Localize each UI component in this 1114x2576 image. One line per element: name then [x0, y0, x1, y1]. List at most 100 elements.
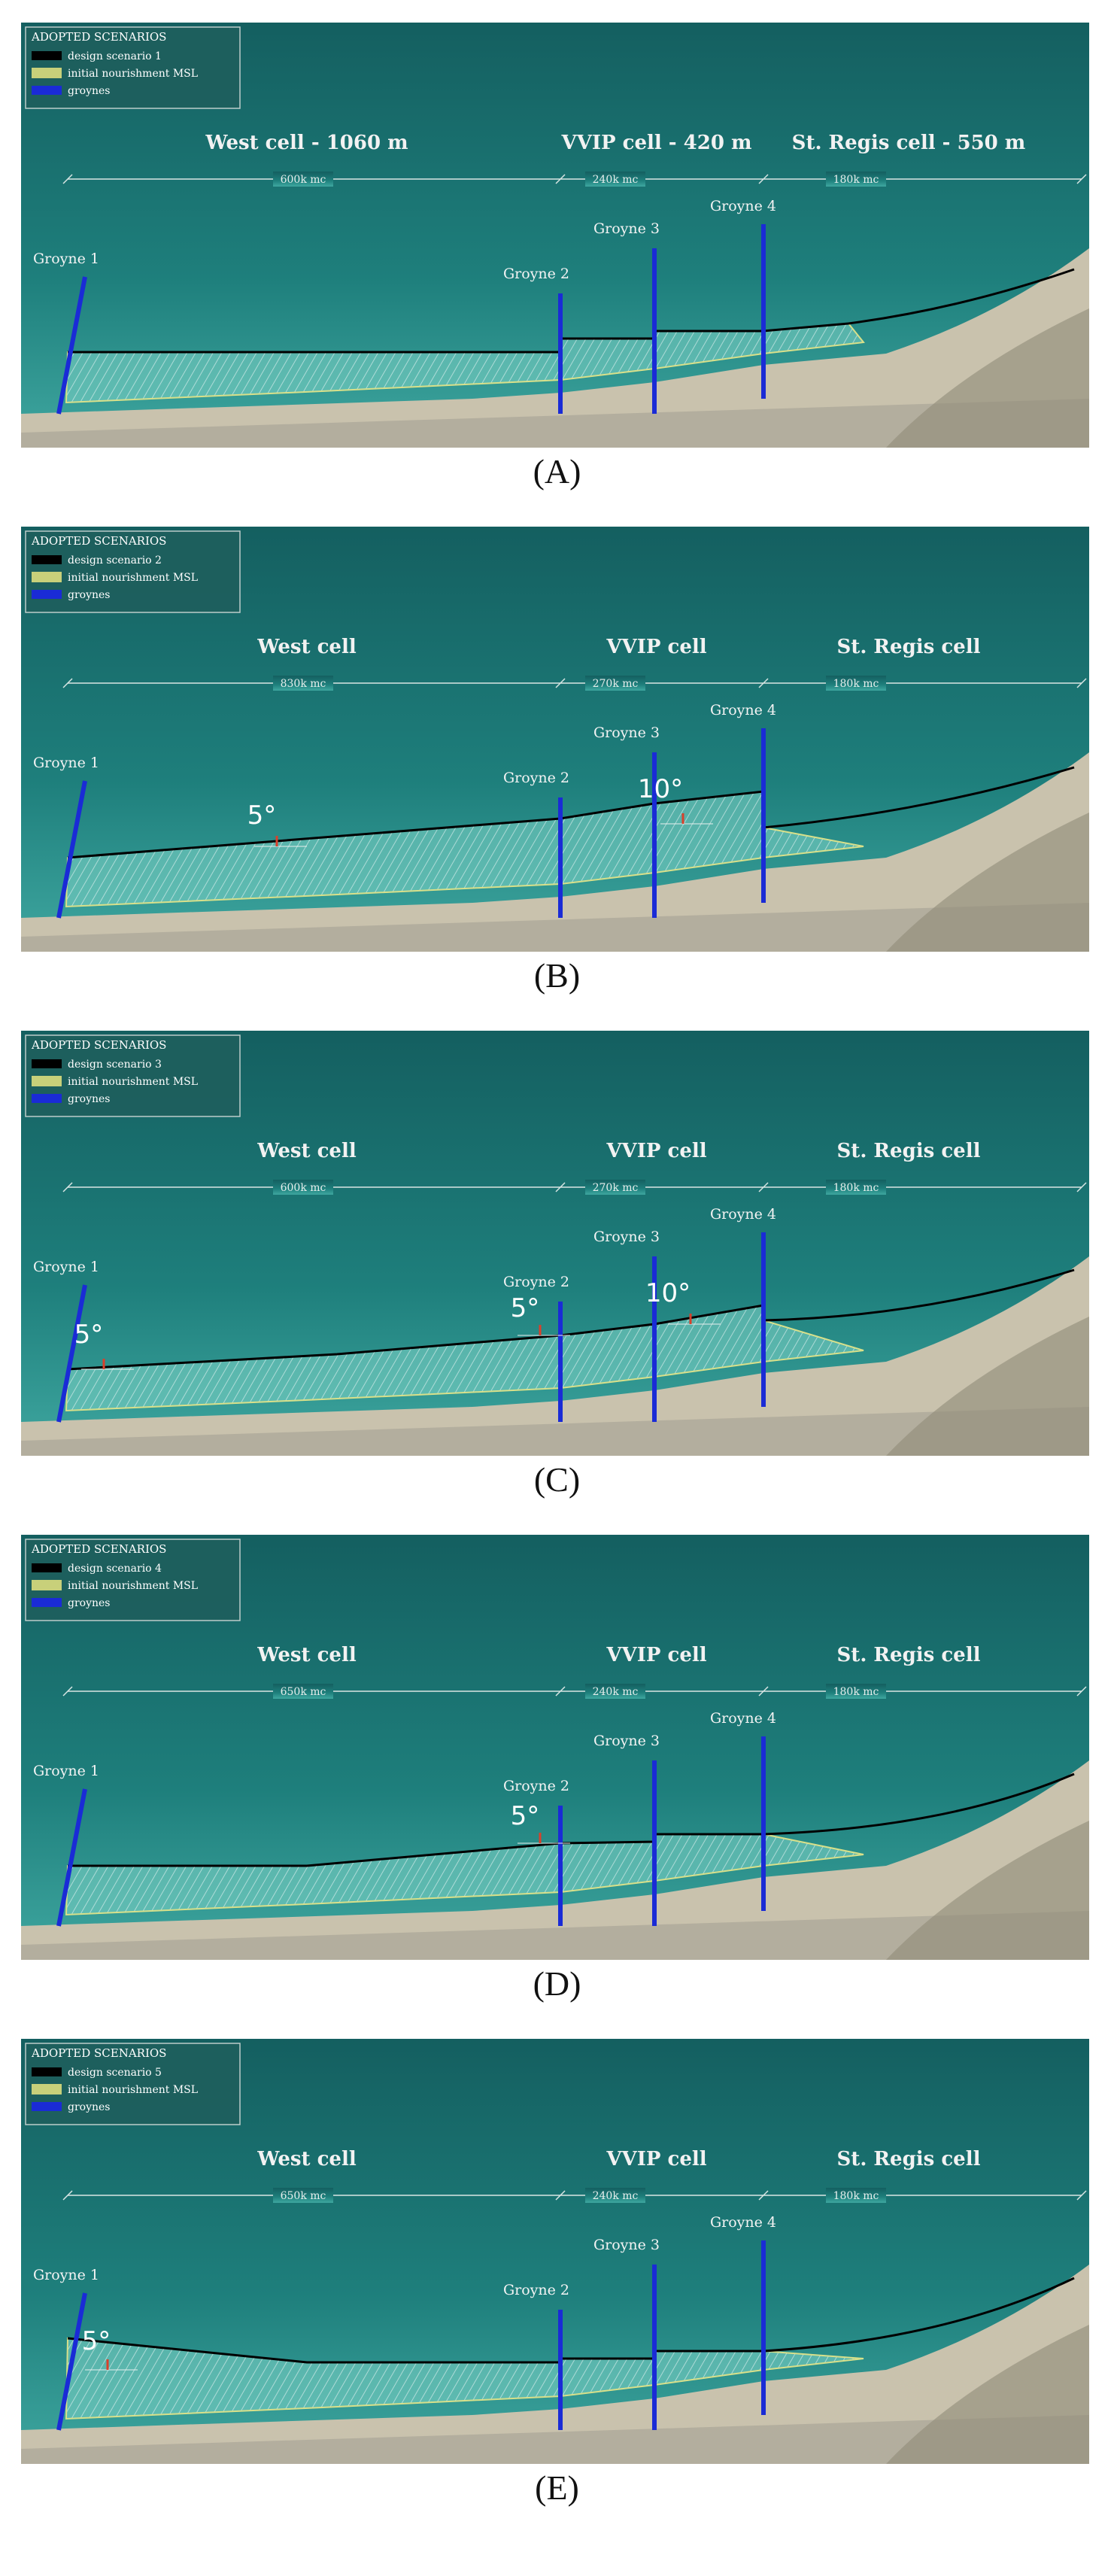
panel-caption: (A) [533, 452, 581, 491]
groyne-label-3: Groyne 3 [593, 724, 660, 741]
legend-nourishment: initial nourishment MSL [68, 572, 198, 584]
angle-label-0: 5° [247, 800, 277, 831]
volume-label-1: 240k mc [593, 2190, 639, 2202]
legend-groynes: groynes [68, 1597, 110, 1609]
nourishment-swatch [32, 2084, 62, 2095]
cell-label-2: St. Regis cell [837, 636, 981, 658]
volume-label-0: 600k mc [281, 1182, 326, 1194]
volume-label-1: 270k mc [593, 678, 639, 690]
legend: ADOPTED SCENARIOS design scenario 2 initia… [25, 530, 241, 613]
legend-title: ADOPTED SCENARIOS [31, 1038, 166, 1052]
design-line-swatch [32, 1059, 62, 1068]
angle-label-2: 10° [645, 1278, 691, 1308]
cell-label-0: West cell [256, 2148, 357, 2170]
panel-caption: (C) [533, 1460, 581, 1499]
groyne-label-1: Groyne 1 [33, 251, 99, 267]
volume-label-0: 600k mc [281, 174, 326, 186]
dimension-tick [1076, 1686, 1087, 1697]
legend-design-scenario: design scenario 4 [68, 1563, 162, 1575]
legend-design-scenario: design scenario 2 [68, 554, 162, 567]
groyne-label-4: Groyne 4 [710, 198, 776, 214]
land-area [21, 1760, 1089, 1960]
groyne-label-1: Groyne 1 [33, 755, 99, 771]
groyne-label-2: Groyne 2 [503, 266, 569, 282]
groyne-label-4: Groyne 4 [710, 2214, 776, 2231]
dimension-tick [62, 1686, 73, 1697]
cell-label-1: VVIP cell - 420 m [561, 132, 752, 154]
cell-label-1: VVIP cell [606, 2148, 706, 2170]
satellite-map: ADOPTED SCENARIOS design scenario 4 initia… [21, 1535, 1089, 1960]
groyne-1 [56, 780, 87, 919]
groyne-1 [56, 1284, 87, 1423]
panel-c: ADOPTED SCENARIOS design scenario 3 initia… [21, 1031, 1089, 1456]
groyne-swatch [32, 86, 62, 95]
volume-label-1: 240k mc [593, 1686, 639, 1698]
volume-label-0: 650k mc [281, 2190, 326, 2202]
dimension-tick [758, 678, 769, 688]
dimension-tick [555, 2190, 566, 2201]
groyne-label-3: Groyne 3 [593, 220, 660, 237]
cell-label-2: St. Regis cell - 550 m [792, 132, 1026, 154]
legend-title: ADOPTED SCENARIOS [31, 534, 166, 548]
groyne-label-4: Groyne 4 [710, 1710, 776, 1727]
dimension-tick [1076, 1182, 1087, 1192]
legend-groynes: groynes [68, 1093, 110, 1105]
legend-title: ADOPTED SCENARIOS [31, 1542, 166, 1556]
groyne-swatch [32, 1094, 62, 1103]
cell-label-1: VVIP cell [606, 1644, 706, 1666]
legend-groynes: groynes [68, 85, 110, 97]
groyne-label-4: Groyne 4 [710, 702, 776, 718]
groyne-1 [56, 2292, 87, 2431]
groyne-label-3: Groyne 3 [593, 1733, 660, 1749]
panel-caption: (D) [533, 1964, 581, 2003]
legend-nourishment: initial nourishment MSL [68, 1580, 198, 1592]
nourishment-swatch [32, 1076, 62, 1086]
cell-label-2: St. Regis cell [837, 1140, 981, 1162]
panel-caption: (E) [535, 2468, 579, 2507]
panel-caption: (B) [533, 956, 581, 995]
groyne-label-1: Groyne 1 [33, 1259, 99, 1275]
dimension-tick [758, 2190, 769, 2201]
design-line [68, 1773, 1075, 1867]
cell-label-1: VVIP cell [606, 636, 706, 658]
volume-label-2: 180k mc [833, 2190, 879, 2202]
nourishment-swatch [32, 572, 62, 582]
angle-label-1: 5° [511, 1293, 540, 1323]
satellite-map: ADOPTED SCENARIOS design scenario 3 initia… [21, 1031, 1089, 1456]
cell-label-1: VVIP cell [606, 1140, 706, 1162]
dimension-tick [1076, 678, 1087, 688]
dimension-tick [1076, 2190, 1087, 2201]
satellite-map: ADOPTED SCENARIOS design scenario 2 initia… [21, 527, 1089, 952]
legend: ADOPTED SCENARIOS design scenario 3 initia… [25, 1034, 241, 1117]
volume-label-0: 650k mc [281, 1686, 326, 1698]
groyne-label-3: Groyne 3 [593, 1229, 660, 1245]
dimension-tick [62, 678, 73, 688]
legend-nourishment: initial nourishment MSL [68, 1076, 198, 1088]
dimension-tick [555, 1182, 566, 1192]
dimension-tick [555, 678, 566, 688]
groyne-label-2: Groyne 2 [503, 1778, 569, 1794]
dimension-tick [62, 1182, 73, 1192]
groyne-1 [56, 1788, 87, 1927]
legend: ADOPTED SCENARIOS design scenario 4 initia… [25, 1539, 241, 1621]
legend-groynes: groynes [68, 589, 110, 601]
nourishment-swatch [32, 68, 62, 78]
land-area [21, 752, 1089, 952]
angle-label-1: 10° [638, 774, 683, 804]
dimension-tick [1076, 174, 1087, 184]
legend-design-scenario: design scenario 3 [68, 1059, 162, 1071]
angle-label-0: 5° [82, 2326, 111, 2356]
land-area [21, 1256, 1089, 1456]
land-area [21, 2265, 1089, 2464]
dimension-tick [758, 174, 769, 184]
volume-label-1: 270k mc [593, 1182, 639, 1194]
groyne-swatch [32, 2102, 62, 2111]
groyne-label-2: Groyne 2 [503, 770, 569, 786]
legend-design-scenario: design scenario 1 [68, 50, 162, 62]
legend-nourishment: initial nourishment MSL [68, 68, 198, 80]
dimension-tick [555, 174, 566, 184]
cell-label-0: West cell [256, 1140, 357, 1162]
